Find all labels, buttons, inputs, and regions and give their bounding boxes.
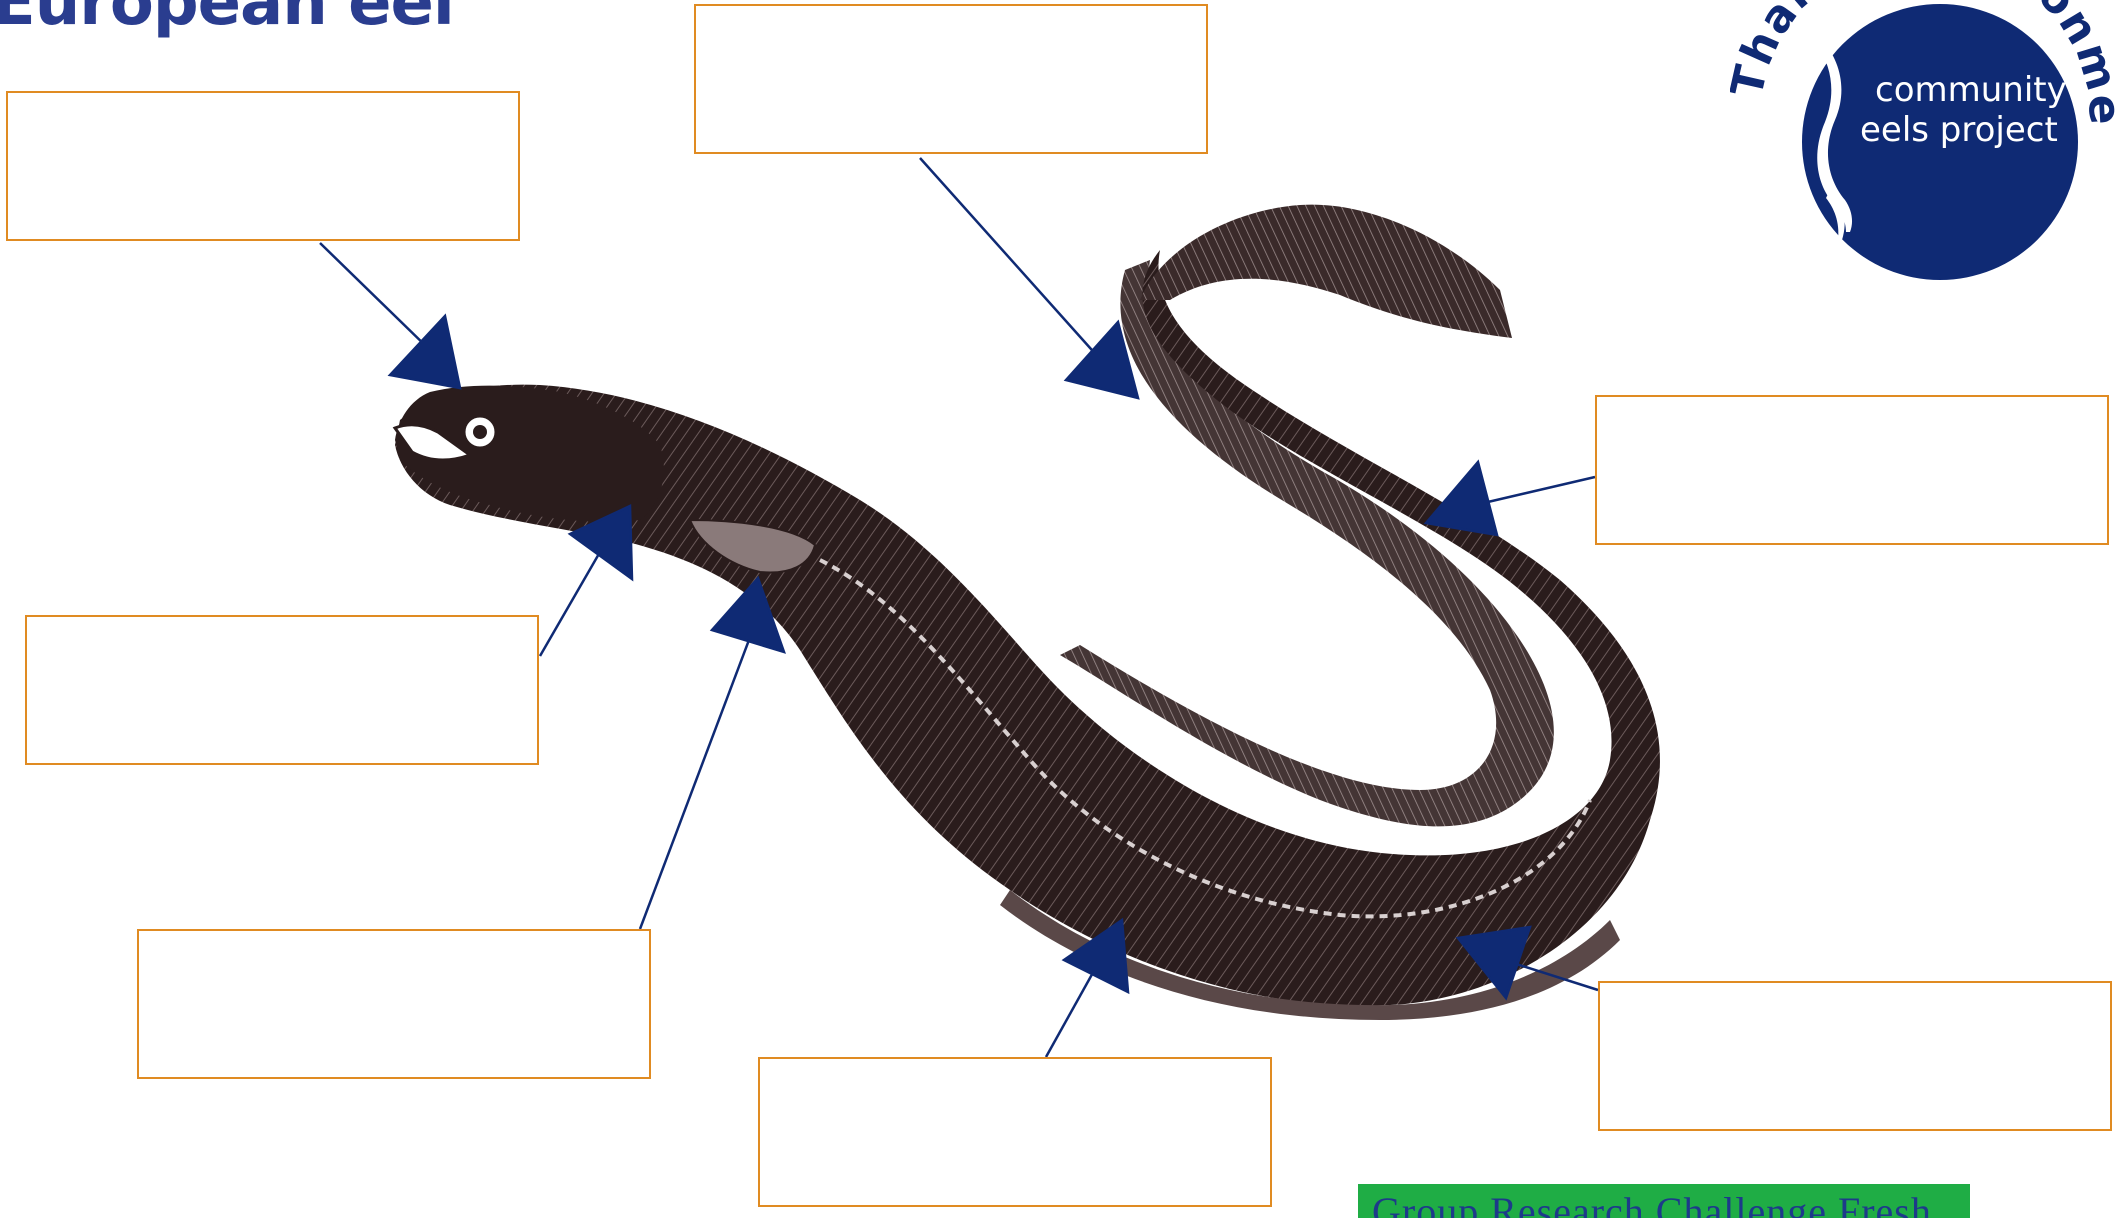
label-box-anal-fin[interactable] [758, 1057, 1272, 1207]
label-input-dorsal-fin[interactable] [696, 6, 1206, 152]
logo-line-2: eels project [1860, 110, 2058, 150]
label-box-lateral-line[interactable] [1595, 395, 2109, 545]
label-box-mouth[interactable] [6, 91, 520, 241]
label-input-mouth[interactable] [8, 93, 518, 239]
label-input-gill[interactable] [27, 617, 537, 763]
arrow-head [390, 316, 460, 388]
label-box-pectoral-fin[interactable] [137, 929, 651, 1079]
arrow-head [1426, 462, 1497, 535]
community-eels-logo: Thames Environment community eels projec… [1730, 0, 2116, 300]
label-input-pectoral-fin[interactable] [139, 931, 649, 1077]
footer-banner: Group Research Challenge Fresh [1358, 1184, 1970, 1218]
label-input-vent[interactable] [1600, 983, 2110, 1129]
label-box-dorsal-fin[interactable] [694, 4, 1208, 154]
label-input-anal-fin[interactable] [760, 1059, 1270, 1205]
eel-tail-fin [1140, 205, 1512, 338]
label-box-vent[interactable] [1598, 981, 2112, 1131]
eel-illustration [395, 205, 1660, 1020]
logo-line-1: community [1875, 70, 2067, 110]
footer-text: Group Research Challenge Fresh [1372, 1188, 1932, 1218]
label-input-lateral-line[interactable] [1597, 397, 2107, 543]
label-box-gill[interactable] [25, 615, 539, 765]
